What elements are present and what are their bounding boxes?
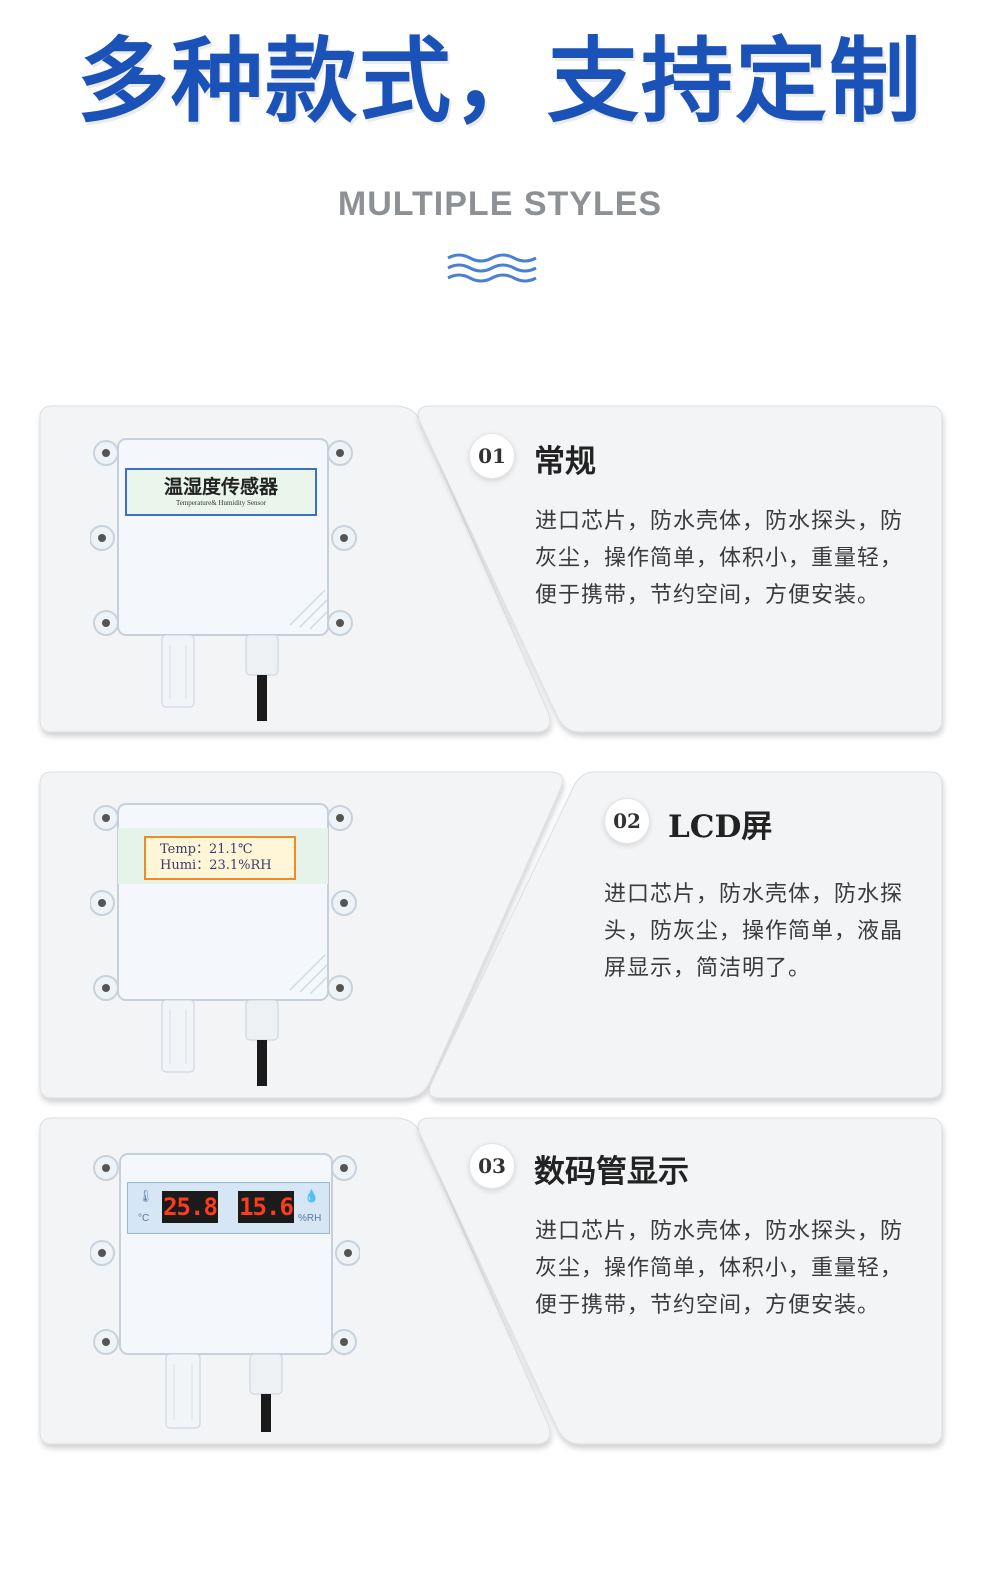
wave-icon (447, 253, 537, 283)
feature-3-title: 数码管显示 (534, 1154, 689, 1190)
feature-1-title: 常规 (534, 444, 596, 480)
humi-readout: 15.6 (238, 1191, 294, 1223)
page-subtitle: MULTIPLE STYLES (337, 185, 663, 223)
feature-3-description: 进口芯片，防水壳体，防水探头，防灰尘，操作简单，体积小，重量轻，便于携带，节约空… (535, 1219, 904, 1318)
sensor-label-panel: 温湿度传感器 Temperature& Humidity Sensor (125, 468, 317, 516)
feature-1-description: 进口芯片，防水壳体，防水探头，防灰尘，操作简单，体积小，重量轻，便于携带，节约空… (535, 509, 904, 608)
sensor-label-cn: 温湿度传感器 (163, 476, 278, 498)
humi-unit: %RH (298, 1213, 322, 1224)
lcd-display: Temp：21.1℃ Humi：23.1%RH (144, 836, 296, 880)
card-1-text-panel (417, 405, 943, 733)
card-3-text-panel (417, 1117, 943, 1445)
temp-readout: 25.8 (162, 1191, 218, 1223)
led-display: 🌡 °C 25.8 15.6 💧 %RH (127, 1182, 330, 1234)
feature-1-number: 01 (469, 433, 515, 479)
feature-2-description: 进口芯片，防水壳体，防水探头，防灰尘，操作简单，液晶屏显示，简洁明了。 (604, 882, 904, 981)
thermometer-icon: 🌡 (138, 1189, 154, 1203)
droplet-icon: 💧 (304, 1189, 319, 1203)
sensor-label-en: Temperature& Humidity Sensor (175, 499, 267, 507)
feature-2-title: LCD屏 (668, 809, 773, 845)
page-title: 多种款式，支持定制 (76, 28, 923, 135)
temp-unit: °C (138, 1213, 150, 1224)
feature-2-number: 02 (604, 798, 650, 844)
lcd-temp-line: Temp：21.1℃ (160, 842, 253, 857)
card-2-text-panel (428, 771, 943, 1099)
feature-3-number: 03 (469, 1143, 515, 1189)
lcd-humi-line: Humi：23.1%RH (160, 858, 272, 873)
